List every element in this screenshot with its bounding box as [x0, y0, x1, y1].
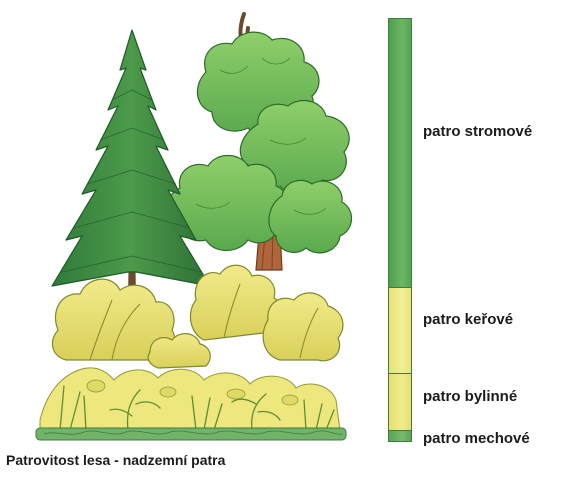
deciduous-tree-icon — [170, 14, 352, 270]
shrub-layer-label: patro keřové — [423, 311, 513, 328]
forest-illustration — [0, 0, 380, 450]
tree-layer-label: patro stromové — [423, 123, 532, 140]
tree-layer-segment — [389, 19, 411, 287]
herb-layer-segment — [389, 373, 411, 431]
spruce-tree-icon — [52, 30, 210, 300]
diagram-caption: Patrovitost lesa - nadzemní patra — [6, 452, 225, 468]
shrub-layer-segment — [389, 287, 411, 374]
herb-icon — [40, 368, 340, 430]
herb-layer-label: patro bylinné — [423, 388, 517, 405]
forest-layers-bar — [388, 18, 412, 442]
moss-icon — [36, 428, 346, 440]
moss-layer-segment — [389, 430, 411, 442]
moss-layer-label: patro mechové — [423, 430, 530, 447]
